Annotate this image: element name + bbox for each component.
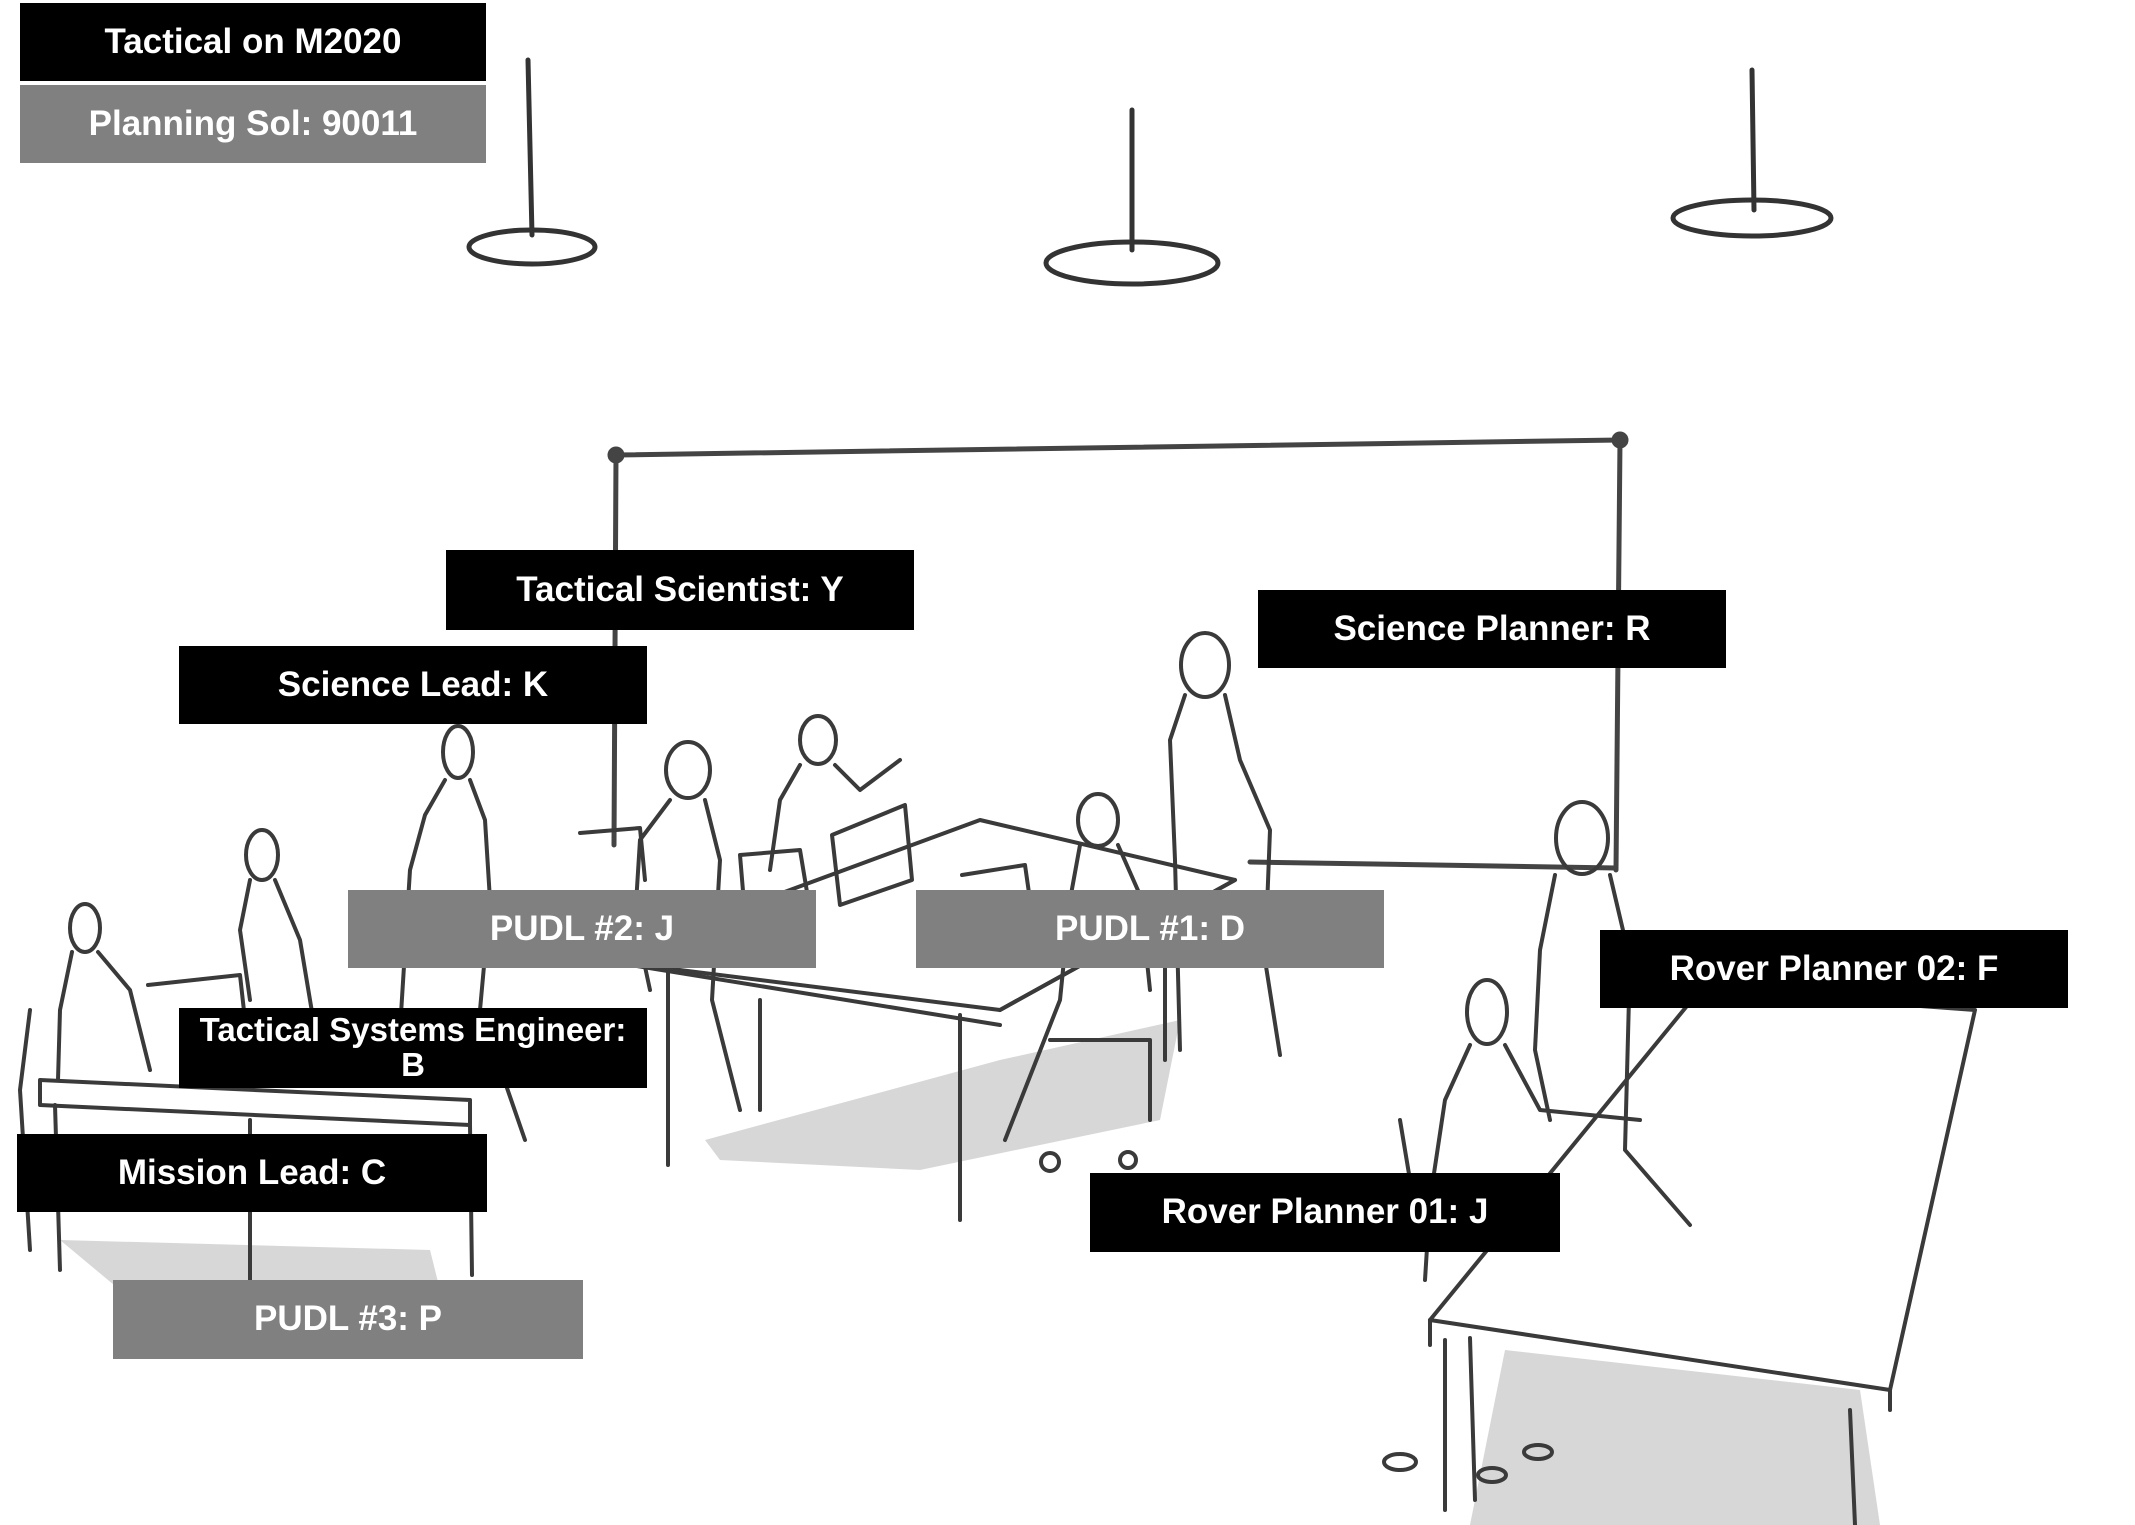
ceiling-light-right bbox=[1670, 67, 1834, 239]
floor-shadows bbox=[60, 1020, 1880, 1525]
role-label-rover-planner-02: Rover Planner 02: F bbox=[1600, 930, 2068, 1008]
figure-science-planner bbox=[1168, 631, 1282, 1057]
role-label-tactical-scientist: Tactical Scientist: Y bbox=[446, 550, 914, 630]
role-label-pudl-1: PUDL #1: D bbox=[916, 890, 1384, 968]
figure-rover-planner-02 bbox=[1533, 800, 1692, 1227]
role-label-tactical-systems-engineer: Tactical Systems Engineer: B bbox=[179, 1008, 647, 1088]
role-label-science-lead: Science Lead: K bbox=[179, 646, 647, 724]
role-label-pudl-2: PUDL #2: J bbox=[348, 890, 816, 968]
planning-sol-label: Planning Sol: 90011 bbox=[20, 85, 486, 163]
ceiling-light-center bbox=[1043, 107, 1221, 287]
role-label-mission-lead: Mission Lead: C bbox=[17, 1134, 487, 1212]
role-label-pudl-3: PUDL #3: P bbox=[113, 1280, 583, 1359]
ceiling-light-left bbox=[466, 57, 598, 267]
mission-title-label: Tactical on M2020 bbox=[20, 3, 486, 81]
figure-mission-lead bbox=[56, 902, 152, 1082]
figure-tactical-systems-engineer bbox=[238, 828, 317, 1032]
role-label-science-planner: Science Planner: R bbox=[1258, 590, 1726, 668]
right-conference-table bbox=[1428, 988, 1977, 1525]
figure-seated-back bbox=[768, 714, 902, 872]
role-label-rover-planner-01: Rover Planner 01: J bbox=[1090, 1173, 1560, 1252]
